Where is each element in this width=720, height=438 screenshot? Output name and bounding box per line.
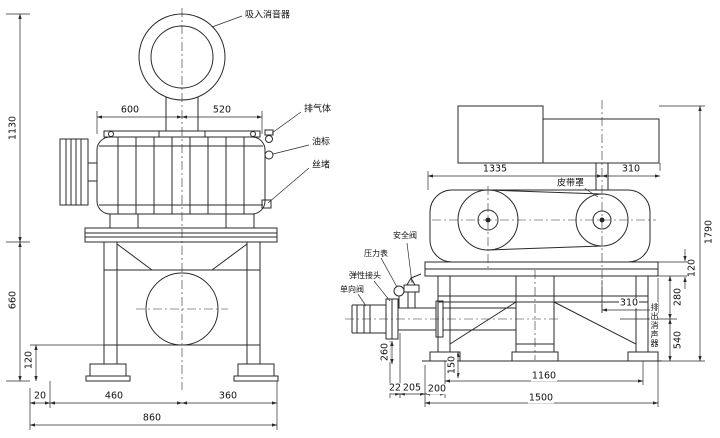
dim-side-pipe-height: 260 (379, 341, 391, 363)
dim-side-bottom-span: 1160 (530, 370, 558, 382)
intake-silencer-shape (138, 13, 226, 138)
label-plug: 丝堵 (311, 160, 332, 171)
dim-side-bottom-a: 22 (387, 382, 403, 394)
label-discharge-silencer: 排出消声器 (650, 302, 659, 349)
side-dimension-lines (390, 105, 702, 405)
dim-front-frame-height: 660 (7, 289, 19, 311)
dim-side-bottom-c: 200 (426, 383, 448, 395)
dim-side-top-right-span: 310 (620, 163, 642, 175)
side-base-shape (424, 261, 659, 277)
dim-side-lower-height: 540 (672, 329, 684, 351)
dim-side-bottom-total: 1500 (527, 392, 555, 404)
side-leaders (357, 187, 599, 307)
label-belt-cover: 皮带罩 (556, 178, 586, 189)
dim-side-upper-height: 280 (672, 286, 684, 308)
label-check-valve: 单向阀 (339, 285, 365, 294)
plug-shape (261, 199, 272, 209)
oil-gauge-shape (264, 150, 274, 160)
dim-side-top-span: 1335 (481, 163, 509, 175)
dim-front-bottom-left-span: 460 (103, 390, 125, 402)
front-view (6, 8, 310, 430)
label-pressure-gauge: 压力表 (363, 249, 389, 258)
exhaust-fitting-shape (265, 135, 273, 143)
label-exhaust-port: 排气体 (303, 104, 333, 115)
dim-front-width-right: 520 (211, 104, 233, 116)
dim-front-bottom-offset: 20 (32, 390, 48, 402)
label-oil-gauge: 油标 (311, 137, 332, 148)
side-frame-shape (422, 275, 662, 362)
pressure-gauge-shape (393, 285, 405, 308)
front-dimension-lines (18, 13, 278, 427)
dim-side-foot-width: 150 (446, 354, 458, 376)
label-safety-valve: 安全阀 (392, 231, 418, 240)
top-silencer-boxes (457, 105, 660, 190)
front-frame-shape (85, 242, 279, 382)
dim-front-width-left: 600 (119, 104, 141, 116)
dim-side-bottom-b: 205 (401, 382, 423, 394)
belt-cover-shape (429, 189, 651, 263)
front-extensions (6, 13, 278, 430)
front-base-shape (84, 213, 278, 243)
pipe-assembly-shape (351, 273, 516, 340)
pulley-shape (59, 138, 98, 206)
label-flexible-joint: 弹性接头 (348, 271, 382, 280)
dim-side-total-height: 1790 (703, 218, 715, 246)
dim-front-total-height: 1130 (7, 114, 19, 142)
dim-front-bottom-total: 860 (141, 412, 163, 424)
side-view (345, 100, 705, 407)
front-leaders (211, 15, 310, 204)
label-intake-silencer: 吸入消音器 (244, 10, 292, 21)
safety-valve-shape (403, 273, 422, 308)
dim-side-beam-height: 120 (686, 257, 698, 279)
dim-side-pulley-offset: 310 (618, 297, 640, 309)
blower-body-shape (96, 129, 274, 215)
dim-front-bottom-right-span: 360 (217, 390, 239, 402)
dim-front-foot-height: 120 (23, 349, 35, 371)
